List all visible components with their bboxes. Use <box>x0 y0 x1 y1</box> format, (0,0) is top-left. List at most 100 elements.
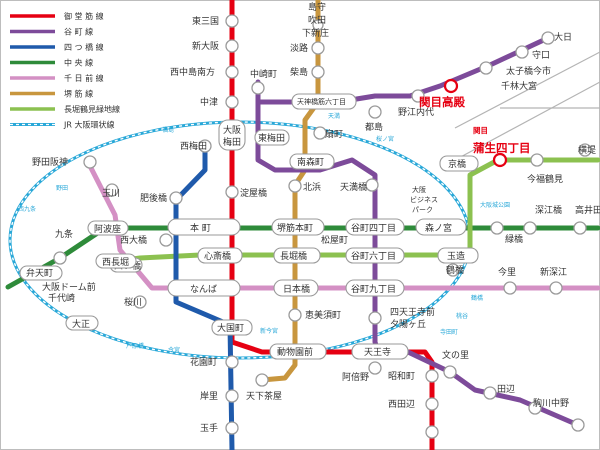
station-marker-miyakojimaw[interactable] <box>251 81 265 95</box>
station-marker-higashiumeda[interactable] <box>254 129 290 146</box>
station-marker-tenmabashi[interactable] <box>365 178 379 192</box>
station-marker-shinsaibashi[interactable] <box>197 247 243 264</box>
station-marker-awaza[interactable] <box>87 220 129 236</box>
station-marker-taisho[interactable] <box>65 315 99 331</box>
other-railway-1 <box>454 51 600 129</box>
station-marker-tanimachi6[interactable] <box>345 247 405 264</box>
station-marker-showacho[interactable] <box>425 369 439 383</box>
legend: 御 堂 筋 線谷 町 線四 つ 橋 線中 央 線千 日 前 線堺 筋 線長堀鶴見… <box>10 11 120 130</box>
nagahori-line <box>107 157 600 265</box>
station-marker-tenjinbashi6[interactable] <box>291 93 357 110</box>
station-marker-nishiohashi[interactable] <box>159 233 173 247</box>
station-marker-sakaisuji-1[interactable] <box>312 19 324 31</box>
station-marker-tanimachi-south[interactable] <box>571 418 585 432</box>
station-marker-nakatsu[interactable] <box>225 95 239 109</box>
station-label-nishitanabe: 西田辺 <box>388 399 415 410</box>
station-marker-nagaisouth[interactable] <box>425 425 439 439</box>
station-marker-nipponbashi[interactable] <box>273 279 319 297</box>
station-label-kyobashi: 京橋 <box>448 158 466 170</box>
station-label-tenmabashi: 天満橋 <box>340 181 367 193</box>
station-label-bentencho: 弁天町 <box>26 267 53 279</box>
station-marker-tanimachi9[interactable] <box>345 279 405 297</box>
station-marker-awaji[interactable] <box>311 41 325 55</box>
station-marker-nodahanshin[interactable] <box>83 155 97 169</box>
station-marker-tanabe[interactable] <box>483 386 497 400</box>
station-marker-nishinagahori[interactable] <box>95 253 137 269</box>
station-label-tennoji: 天王寺 <box>364 347 391 358</box>
station-marker-dobutsuenmae[interactable] <box>269 343 327 360</box>
station-marker-kishinosato[interactable] <box>225 389 239 403</box>
station-marker-honmachi[interactable] <box>167 218 241 236</box>
station-label-sekime-jr: 関目 <box>473 125 488 135</box>
station-label-kitahama: 北浜 <box>303 182 321 193</box>
station-marker-nishiumeda[interactable] <box>198 139 212 153</box>
station-marker-noeuchindai[interactable] <box>411 89 425 103</box>
station-marker-higobashi[interactable] <box>169 191 183 205</box>
station-marker-takaida[interactable] <box>573 221 587 235</box>
station-marker-imafukutsurumi[interactable] <box>530 153 544 167</box>
station-marker-tengachaya[interactable] <box>255 373 269 387</box>
loop-label-noda: 野田 <box>56 184 68 192</box>
station-marker-umeda[interactable] <box>218 119 246 151</box>
station-marker-tamatsukuri[interactable] <box>437 247 479 264</box>
station-marker-ebisucho[interactable] <box>288 308 302 322</box>
station-marker-tennoji[interactable] <box>351 343 409 360</box>
station-label-dome2: 千代崎 <box>48 292 75 304</box>
station-label-midoribashi: 緑橋 <box>505 233 523 245</box>
station-marker-fukaebashi[interactable] <box>523 221 537 235</box>
station-label-senbayashiomiya: 千林大宮 <box>501 80 537 92</box>
station-marker-tamagawa[interactable] <box>105 183 119 197</box>
station-label-moriguchi: 守口 <box>532 49 550 61</box>
station-marker-taishibashiimaichi[interactable] <box>479 61 493 75</box>
station-marker-shitennojimae[interactable] <box>368 311 382 325</box>
station-marker-abeno[interactable] <box>368 361 382 375</box>
station-marker-miyakojima[interactable] <box>368 105 382 119</box>
legend-label-2: 四 つ 橋 線 <box>64 42 104 52</box>
station-marker-yokozutsumi[interactable] <box>578 143 592 157</box>
station-label-abeno: 阿倍野 <box>342 371 369 383</box>
station-marker-fuminosato[interactable] <box>443 365 457 379</box>
station-label-obp-2: ビジネス <box>410 195 438 204</box>
station-marker-tanimachi4[interactable] <box>345 218 405 236</box>
station-marker-nishinakajimaminamigata[interactable] <box>225 65 239 79</box>
station-marker-midoribashi[interactable] <box>490 221 504 235</box>
station-label-shinosaka: 新大阪 <box>192 40 219 52</box>
station-marker-imazato[interactable] <box>503 281 517 295</box>
station-marker-sakuragawa[interactable] <box>133 295 147 309</box>
station-marker-dainichi[interactable] <box>541 31 555 45</box>
station-marker-gamo4[interactable] <box>492 152 508 168</box>
loop-label-shinimamiya: 新今宮 <box>260 327 278 335</box>
station-marker-minamimorimachi[interactable] <box>289 153 335 170</box>
station-marker-hanazonocho[interactable] <box>225 355 239 369</box>
station-marker-kumata[interactable] <box>311 65 325 79</box>
station-label-nodahanshin: 野田阪神 <box>32 156 68 168</box>
station-label-nishiohashi: 西大橋 <box>120 234 147 246</box>
station-marker-morinomiya[interactable] <box>415 218 467 236</box>
legend-label-6: 長堀鶴見緑地線 <box>64 104 120 114</box>
legend-label-5: 堺 筋 線 <box>64 89 93 99</box>
station-label-tenjinbashi6: 天神橋筋六丁目 <box>297 97 346 106</box>
station-marker-komagawanakano[interactable] <box>528 401 542 415</box>
station-marker-ogimachi[interactable] <box>313 126 327 140</box>
station-marker-sekimetakadono[interactable] <box>443 78 459 94</box>
station-marker-namba[interactable] <box>167 279 241 297</box>
station-marker-yodoyabashi[interactable] <box>225 185 239 199</box>
station-marker-higashimikuni[interactable] <box>225 14 239 28</box>
station-marker-kujo[interactable] <box>53 251 67 265</box>
station-marker-nagahoribashi[interactable] <box>273 247 321 264</box>
station-marker-tamade[interactable] <box>225 421 239 435</box>
station-marker-kitahama[interactable] <box>288 179 302 193</box>
station-marker-sakaisujihonmachi[interactable] <box>271 218 325 236</box>
station-marker-daikokucho[interactable] <box>211 319 253 336</box>
station-marker-moriguchi[interactable] <box>515 45 529 59</box>
legend-label-4: 千 日 前 線 <box>64 73 104 83</box>
station-marker-nishitanabe[interactable] <box>425 397 439 411</box>
station-marker-bentencho[interactable] <box>19 265 63 281</box>
station-marker-shinfukae[interactable] <box>549 281 563 295</box>
station-label-hotcorner: 島守 <box>308 1 326 13</box>
station-marker-shinosaka[interactable] <box>225 39 239 53</box>
station-label-ogimachi: 扇町 <box>325 128 343 140</box>
station-label-dobutsuenmae: 動物園前 <box>277 346 313 358</box>
station-marker-tsuruhashi[interactable] <box>446 263 460 277</box>
station-marker-kyobashi[interactable] <box>439 155 479 172</box>
